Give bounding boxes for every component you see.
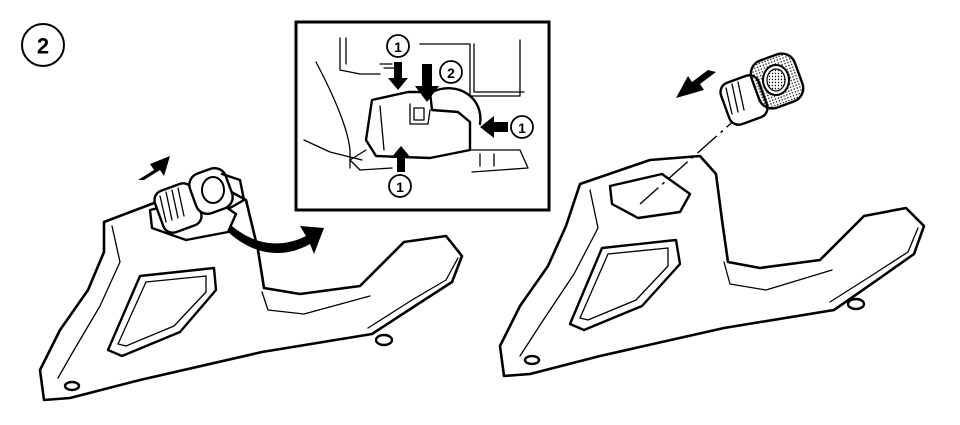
callout-release: 2 (447, 65, 455, 81)
push-arrow-icon (388, 62, 408, 90)
curved-arrow-icon (228, 226, 324, 254)
callout-clip-bottom: 1 (396, 179, 404, 195)
push-arrow-icon (480, 116, 508, 138)
screw-hole (63, 380, 81, 392)
step-badge: 2 (21, 23, 65, 67)
step-number: 2 (37, 34, 49, 59)
mirror-switch-right (719, 52, 805, 126)
right-trim-panel (498, 109, 926, 378)
push-arrow-icon (676, 70, 716, 98)
screw-hole (523, 354, 541, 366)
mirror-switch-left (153, 166, 246, 234)
detail-inset: 1 2 1 1 (294, 20, 551, 212)
step-badge-circle-icon (21, 23, 65, 67)
screw-hole (846, 297, 866, 311)
push-arrow-icon (415, 64, 439, 102)
callout-clip-right: 1 (518, 120, 526, 136)
left-trim-panel (38, 186, 464, 402)
push-arrow-icon (391, 146, 411, 172)
screw-hole (374, 333, 394, 347)
callout-clip-top: 1 (394, 39, 402, 55)
push-arrow-icon (138, 156, 170, 180)
